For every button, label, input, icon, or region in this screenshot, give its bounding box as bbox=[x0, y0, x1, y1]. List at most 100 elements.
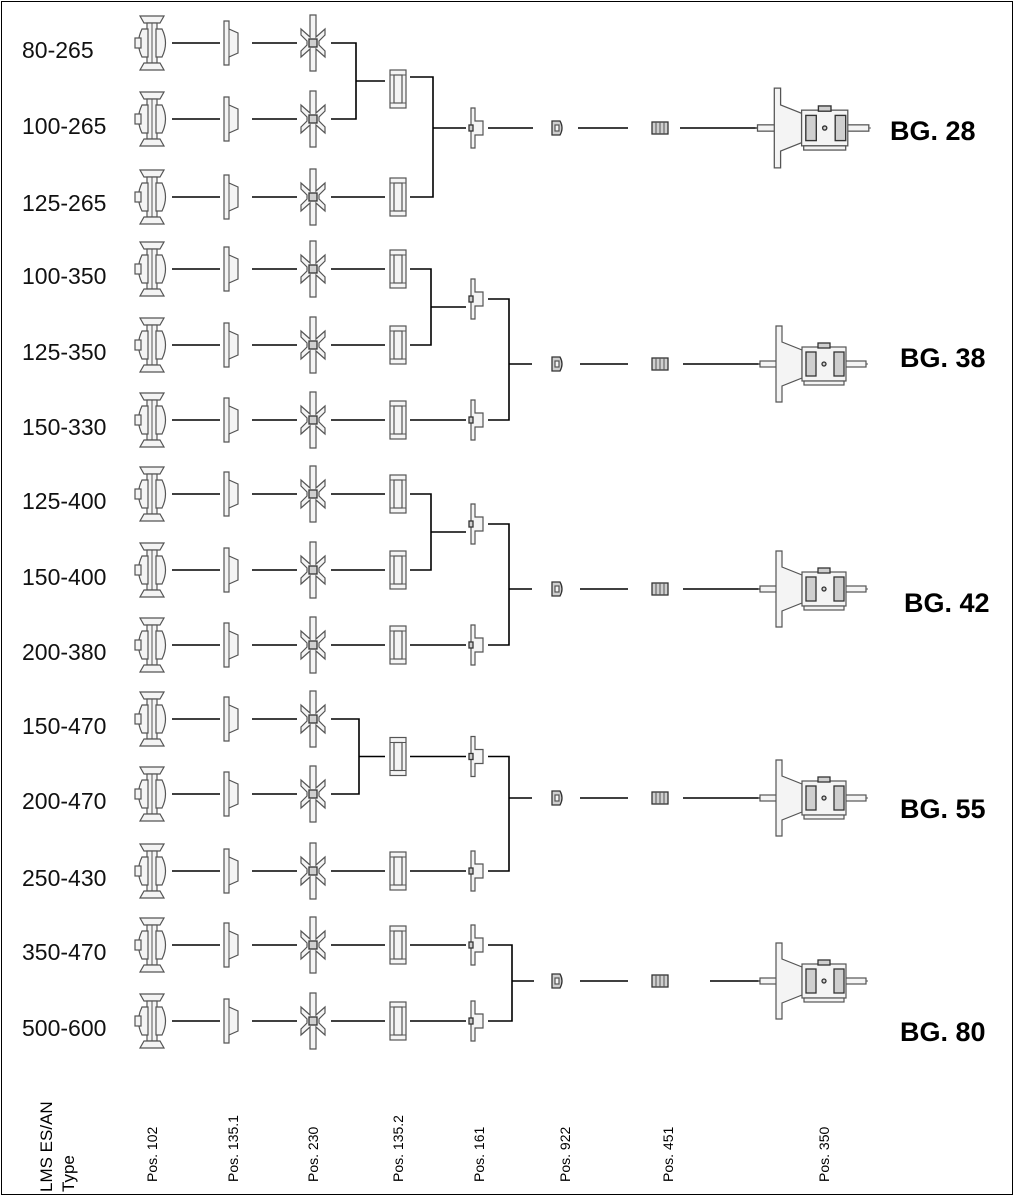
casing-cover-icon bbox=[223, 547, 239, 593]
column-label: Pos. 922 bbox=[557, 1127, 573, 1182]
type-label: 100-350 bbox=[22, 263, 106, 289]
seal-housing-icon bbox=[389, 550, 407, 590]
impeller-nut-icon bbox=[551, 120, 563, 136]
connector-bracket bbox=[331, 42, 357, 120]
connector-bracket bbox=[488, 298, 510, 421]
casing-cover-icon bbox=[223, 922, 239, 968]
bearing-bracket-icon bbox=[758, 942, 868, 1020]
seal-housing-icon bbox=[389, 325, 407, 365]
pump-casing-icon bbox=[134, 917, 167, 973]
impeller-icon bbox=[300, 391, 326, 449]
group-label: BG. 28 bbox=[890, 116, 976, 146]
impeller-icon bbox=[300, 690, 326, 748]
impeller-icon bbox=[300, 916, 326, 974]
type-label: 125-265 bbox=[22, 190, 106, 216]
pump-casing-icon bbox=[134, 617, 167, 673]
gland-packing-icon bbox=[651, 121, 669, 135]
connector-bracket bbox=[410, 268, 432, 346]
impeller-nut-icon bbox=[551, 973, 563, 989]
pump-casing-icon bbox=[134, 169, 167, 225]
bearing-cover-icon bbox=[468, 924, 484, 966]
casing-cover-icon bbox=[223, 998, 239, 1044]
casing-cover-icon bbox=[223, 696, 239, 742]
group-label: BG. 38 bbox=[900, 343, 986, 373]
type-label: 150-330 bbox=[22, 414, 106, 440]
bearing-bracket-icon bbox=[758, 759, 868, 837]
seal-housing-icon bbox=[389, 1001, 407, 1041]
seal-housing-icon bbox=[389, 400, 407, 440]
column-label: Pos. 350 bbox=[816, 1127, 832, 1182]
pump-casing-icon bbox=[134, 542, 167, 598]
pump-casing-icon bbox=[134, 766, 167, 822]
connector-lines bbox=[172, 42, 775, 1022]
pump-casing-icon bbox=[134, 843, 167, 899]
connector-bracket bbox=[488, 755, 510, 872]
impeller-icon bbox=[300, 316, 326, 374]
pump-casing-icon bbox=[134, 466, 167, 522]
casing-cover-icon bbox=[223, 246, 239, 292]
gland-packing-icon bbox=[651, 582, 669, 596]
connector-bracket bbox=[410, 76, 434, 198]
bearing-cover-icon bbox=[468, 278, 484, 320]
bearing-cover-icon bbox=[468, 735, 484, 778]
impeller-icon bbox=[300, 842, 326, 900]
casing-cover-icon bbox=[223, 471, 239, 517]
bearing-bracket-icon bbox=[758, 550, 868, 628]
bearing-cover-icon bbox=[468, 1000, 484, 1042]
pump-casing-icon bbox=[134, 15, 167, 71]
connector-bracket bbox=[488, 523, 510, 646]
type-label: 350-470 bbox=[22, 939, 106, 965]
impeller-icon bbox=[300, 992, 326, 1050]
column-label: Pos. 451 bbox=[660, 1127, 676, 1182]
column-header: Type bbox=[59, 1155, 78, 1192]
type-label: 125-350 bbox=[22, 339, 106, 365]
impeller-nut-icon bbox=[551, 581, 563, 597]
gland-packing-icon bbox=[651, 974, 669, 988]
column-label: Pos. 135.1 bbox=[225, 1115, 241, 1182]
seal-housing-icon bbox=[389, 69, 407, 109]
gland-packing-icon bbox=[651, 791, 669, 805]
impeller-icon bbox=[300, 240, 326, 298]
seal-housing-icon bbox=[389, 925, 407, 965]
pump-casing-icon bbox=[134, 392, 167, 448]
impeller-icon bbox=[300, 765, 326, 823]
pump-casing-icon bbox=[134, 317, 167, 373]
type-label: 100-265 bbox=[22, 113, 106, 139]
seal-housing-icon bbox=[389, 625, 407, 665]
column-header: LMS ES/AN bbox=[37, 1101, 56, 1192]
column-label: Pos. 102 bbox=[144, 1127, 160, 1182]
pump-casing-icon bbox=[134, 91, 167, 147]
bearing-cover-icon bbox=[468, 503, 484, 545]
bearing-bracket-icon bbox=[755, 87, 871, 169]
casing-cover-icon bbox=[223, 771, 239, 817]
group-label: BG. 42 bbox=[904, 588, 990, 618]
bearing-bracket-icon bbox=[758, 325, 868, 403]
pump-casing-icon bbox=[134, 241, 167, 297]
type-label: 80-265 bbox=[22, 37, 94, 63]
casing-cover-icon bbox=[223, 322, 239, 368]
impeller-nut-icon bbox=[551, 356, 563, 372]
impeller-icon bbox=[300, 616, 326, 674]
bearing-cover-icon bbox=[468, 399, 484, 441]
casing-cover-icon bbox=[223, 848, 239, 894]
casing-cover-icon bbox=[223, 20, 239, 66]
type-label: 200-470 bbox=[22, 788, 106, 814]
bearing-cover-icon bbox=[468, 624, 484, 666]
casing-cover-icon bbox=[223, 397, 239, 443]
impeller-icon bbox=[300, 168, 326, 226]
impeller-icon bbox=[300, 90, 326, 148]
gland-packing-icon bbox=[651, 357, 669, 371]
bearing-cover-icon bbox=[468, 107, 484, 149]
type-label: 150-400 bbox=[22, 564, 106, 590]
impeller-icon bbox=[300, 465, 326, 523]
impeller-nut-icon bbox=[551, 790, 563, 806]
seal-housing-icon bbox=[389, 249, 407, 289]
casing-cover-icon bbox=[223, 622, 239, 668]
type-label: 250-430 bbox=[22, 865, 106, 891]
impeller-icon bbox=[300, 541, 326, 599]
bearing-cover-icon bbox=[468, 850, 484, 892]
connector-bracket bbox=[331, 718, 360, 795]
pump-casing-icon bbox=[134, 993, 167, 1049]
